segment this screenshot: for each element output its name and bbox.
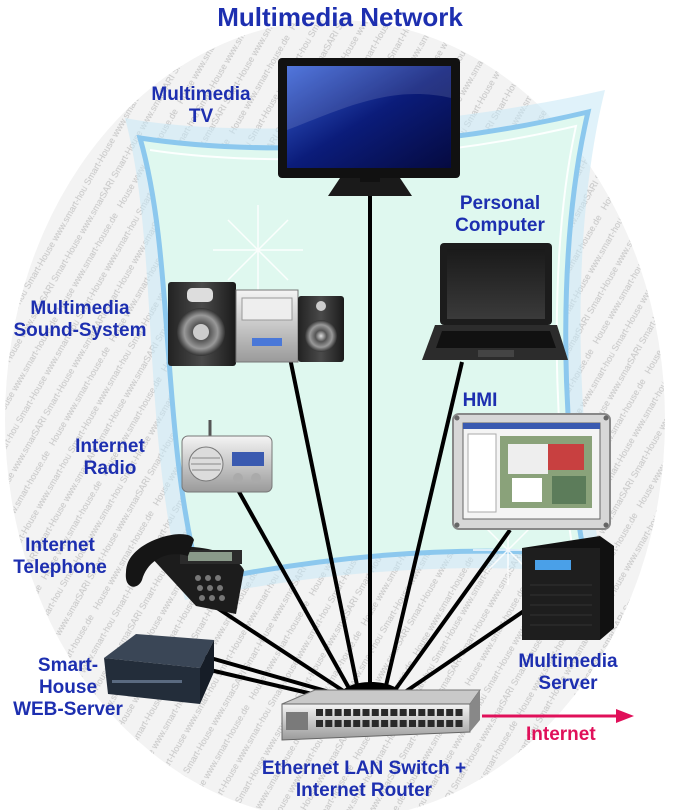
switch-port	[353, 720, 361, 727]
label-line: Internet	[25, 535, 95, 556]
label-multimedia-server: Multimedia Server	[505, 651, 631, 695]
switch-port	[409, 720, 416, 727]
switch-port	[455, 720, 463, 727]
label-line: Sound-System	[13, 320, 147, 341]
speaker-system-icon	[168, 282, 344, 366]
label-line: Ethernet LAN Switch +	[261, 758, 467, 779]
server-icon	[522, 536, 614, 640]
label-multimedia-tv: Multimedia TV	[146, 84, 256, 128]
switch-port	[325, 720, 333, 727]
network-switch-icon	[281, 689, 481, 741]
switch-port	[436, 709, 444, 716]
switch-port	[446, 709, 454, 716]
label-line: Internet Router	[295, 780, 433, 801]
switch-port	[343, 709, 351, 716]
network-cables	[199, 196, 542, 702]
switch-port	[316, 709, 323, 716]
label-line: Multimedia	[151, 84, 251, 105]
switch-port	[399, 720, 407, 727]
laptop-icon	[422, 243, 568, 360]
switch-port	[325, 709, 333, 716]
label-internet-radio: Internet Radio	[60, 436, 160, 480]
switch-port	[334, 720, 342, 727]
label-line: Multimedia	[30, 298, 130, 319]
switch-port	[446, 720, 454, 727]
switch-port	[427, 720, 435, 727]
switch-port	[390, 709, 398, 716]
switch-port	[455, 709, 463, 716]
sparkle-icon	[213, 205, 543, 585]
tv-icon	[278, 58, 460, 196]
switch-port	[436, 720, 444, 727]
radio-icon	[181, 420, 273, 493]
arrow-right-icon	[482, 709, 634, 723]
switch-port	[362, 709, 370, 716]
label-internet: Internet	[526, 724, 596, 745]
label-line: House	[38, 677, 98, 698]
switch-port	[362, 720, 370, 727]
label-line: Multimedia	[518, 651, 618, 672]
switch-port	[409, 709, 416, 716]
label-line: Computer	[455, 215, 545, 236]
switch-port	[418, 709, 426, 716]
touch-panel-icon	[452, 413, 611, 530]
switch-port	[381, 709, 389, 716]
telephone-icon	[125, 534, 244, 614]
label-internet-telephone: Internet Telephone	[2, 535, 118, 579]
label-line: WEB-Server	[13, 699, 123, 720]
web-server-box-icon	[104, 634, 214, 704]
label-line: TV	[188, 106, 214, 127]
label-lan-switch: Ethernet LAN Switch + Internet Router	[236, 758, 492, 802]
switch-port	[381, 720, 389, 727]
label-line: HMI	[462, 390, 498, 411]
switch-port	[418, 720, 426, 727]
label-line: Radio	[83, 458, 137, 479]
diagram-title: Multimedia Network	[217, 2, 463, 32]
label-line: Internet	[75, 436, 145, 457]
switch-port	[353, 709, 361, 716]
switch-port	[334, 709, 342, 716]
label-line: Smart-	[37, 655, 99, 676]
label-sound-system: Multimedia Sound-System	[4, 298, 156, 342]
switch-port	[399, 709, 407, 716]
label-hmi: HMI	[455, 390, 505, 412]
label-line: Personal	[459, 193, 541, 214]
label-line: Telephone	[13, 557, 107, 578]
switch-port	[316, 720, 323, 727]
switch-port	[371, 720, 379, 727]
switch-port	[390, 720, 398, 727]
switch-port	[343, 720, 351, 727]
label-line: Server	[538, 673, 598, 694]
label-personal-computer: Personal Computer	[440, 193, 560, 237]
switch-port	[371, 709, 379, 716]
switch-port	[427, 709, 435, 716]
label-web-server: Smart- House WEB-Server	[2, 655, 134, 721]
